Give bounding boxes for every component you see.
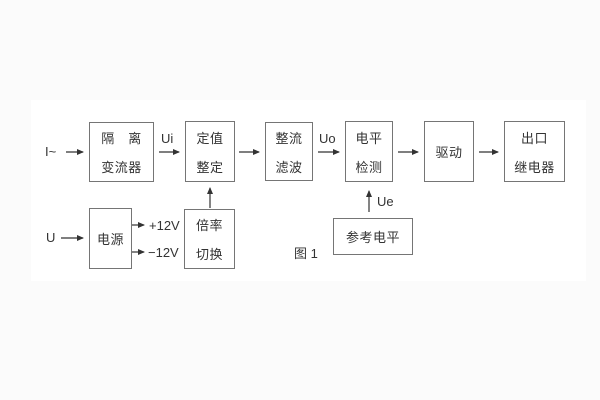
block-ratio-switching: 倍率 切换 [184, 209, 235, 269]
block-label: 检测 [355, 159, 383, 175]
block-label: 出口 [520, 130, 548, 146]
signal-label-uo: Uo [319, 131, 336, 146]
block-label: 定值 [196, 130, 224, 146]
signal-label-ue: Ue [377, 194, 394, 209]
signal-label-plus-12v: +12V [149, 218, 180, 233]
block-label: 电源 [96, 232, 124, 247]
signal-label-input-voltage: U [46, 230, 56, 245]
block-label: 切换 [195, 247, 223, 262]
block-driver: 驱动 [424, 121, 474, 182]
block-label: 驱动 [435, 145, 463, 160]
block-power-supply: 电源 [89, 208, 132, 269]
block-rectifier-filter: 整流 滤波 [265, 122, 313, 181]
figure-caption: 图 1 [294, 246, 318, 261]
signal-label-minus-12v: −12V [148, 245, 179, 260]
signal-label-input-current: I~ [45, 144, 57, 159]
block-label: 继电器 [514, 159, 555, 175]
block-output-relay: 出口 继电器 [504, 121, 565, 182]
block-label: 倍率 [195, 218, 223, 233]
block-setpoint-adjustment: 定值 整定 [185, 121, 235, 182]
block-label: 电平 [355, 130, 383, 146]
block-reference-level: 参考电平 [333, 218, 413, 255]
block-level-detection: 电平 检测 [345, 121, 393, 182]
block-label: 参考电平 [345, 230, 400, 245]
block-label: 整流 [275, 130, 303, 146]
block-label: 隔 离 [101, 131, 142, 146]
block-label: 变流器 [101, 160, 142, 175]
signal-label-ui: Ui [161, 131, 174, 146]
block-label: 滤波 [275, 159, 303, 175]
block-label: 整定 [196, 159, 224, 175]
block-isolation-transformer: 隔 离 变流器 [89, 122, 154, 182]
